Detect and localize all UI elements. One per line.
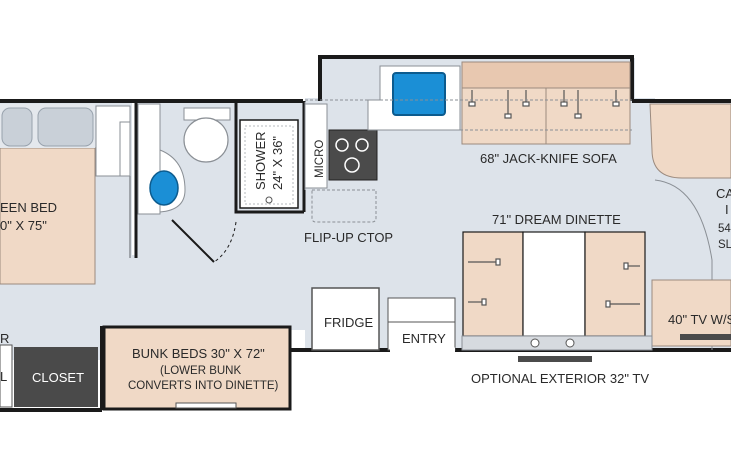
sofa-label: 68" JACK-KNIFE SOFA	[480, 151, 617, 166]
tv-label: 40" TV W/S	[668, 312, 731, 327]
bunk-label-2: (LOWER BUNK	[160, 365, 241, 377]
flip-up-label: FLIP-UP CTOP	[304, 230, 393, 245]
dinette-bench-left	[462, 231, 524, 337]
bunk-beds	[102, 325, 292, 411]
queen-bed	[0, 147, 96, 285]
bunk-label-3: CONVERTS INTO DINETTE)	[128, 380, 279, 392]
entry-label: ENTRY	[402, 331, 446, 346]
bed-label-2: 0" X 75"	[0, 218, 47, 233]
micro-label: MICRO	[314, 140, 326, 178]
fridge-entry: FRIDGE ENTRY	[311, 287, 456, 353]
entry-step	[387, 297, 456, 351]
burner-2-icon	[355, 138, 369, 152]
ext-tv-mount-2	[565, 338, 575, 348]
bed-label-1: EEN BED	[0, 200, 57, 215]
left-label-l: L	[0, 369, 7, 384]
bath-door-arc	[213, 221, 237, 263]
galley: MICRO FLIP-UP CTOP	[304, 65, 461, 245]
closet-label: CLOSET	[32, 370, 84, 385]
shower-pan	[244, 125, 294, 205]
micro-cabinet	[304, 103, 328, 189]
shower-label-2: 24" X 36"	[270, 136, 285, 190]
dinette-label: 71" DREAM DINETTE	[492, 212, 621, 227]
ext-tv-mount-1	[530, 338, 540, 348]
dream-dinette: 71" DREAM DINETTE	[462, 212, 646, 337]
shower-label-1: SHOWER	[253, 132, 268, 191]
burner-3-icon	[344, 157, 360, 173]
dinette-table	[522, 231, 586, 337]
cab-overhead	[654, 179, 713, 350]
pillow-1	[1, 107, 33, 147]
cab-tv	[680, 334, 731, 340]
cab-label-1: CA	[716, 186, 731, 201]
left-wardrobe	[0, 344, 13, 408]
cab-seat	[649, 103, 731, 179]
dinette-bench-right	[584, 231, 646, 337]
bunk-ladder	[175, 402, 237, 409]
lower-left: R L CLOSET BUNK BEDS 30" X 72" (LOWER BU…	[0, 325, 292, 411]
sofa-seat-left	[461, 87, 547, 145]
nightstand-shelf	[119, 121, 131, 177]
exterior-tv-icon	[518, 356, 592, 362]
cab: CA I 54 SL 40" TV W/S	[649, 103, 731, 350]
fridge-label: FRIDGE	[324, 315, 373, 330]
bath-sink-icon	[149, 170, 179, 206]
sofa-back	[461, 61, 631, 89]
slide-track: OPTIONAL EXTERIOR 32" TV	[461, 335, 653, 386]
flip-up-counter	[311, 189, 377, 223]
slide-out-base	[461, 335, 653, 351]
hall-floor	[100, 255, 320, 330]
wall-galley-slide	[318, 55, 634, 101]
jack-knife-sofa: 68" JACK-KNIFE SOFA	[461, 61, 631, 166]
shower-drain-icon	[265, 196, 273, 204]
ext-tv-label: OPTIONAL EXTERIOR 32" TV	[471, 371, 649, 386]
dinette-belts	[468, 258, 640, 308]
burner-1-icon	[335, 138, 349, 152]
pillow-2	[37, 107, 94, 147]
bath-wall-right	[234, 101, 304, 214]
kitchen-sink-icon	[392, 72, 446, 116]
cab-label-2: I	[725, 202, 729, 217]
fridge	[311, 287, 380, 351]
bathroom: SHOWER 24" X 36"	[134, 101, 306, 263]
bedroom: EEN BED 0" X 75"	[0, 104, 131, 285]
left-label-r: R	[0, 331, 9, 346]
sofa-seat-right	[545, 87, 631, 145]
cab-label-4: SL	[718, 239, 731, 251]
sofa-belts	[468, 90, 620, 119]
closet	[14, 347, 98, 407]
cab-label-3: 54	[718, 223, 731, 235]
overhead-dashes	[320, 99, 632, 131]
bath-door-swing	[171, 219, 215, 263]
bunk-label-1: BUNK BEDS 30" X 72"	[132, 346, 265, 361]
toilet-bowl-icon	[183, 117, 229, 163]
